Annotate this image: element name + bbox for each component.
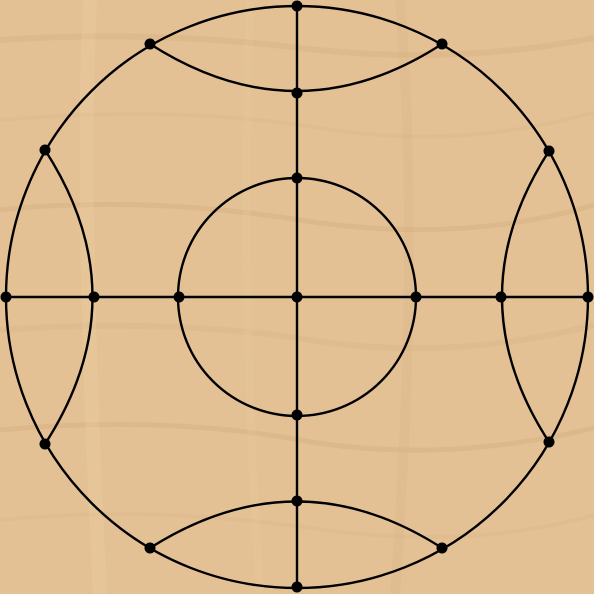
node-top-inner[interactable]: [291, 172, 303, 184]
node-top-right[interactable]: [436, 38, 448, 50]
node-bottom-right[interactable]: [436, 542, 448, 554]
node-center[interactable]: [291, 291, 303, 303]
node-right-arc[interactable]: [495, 291, 507, 303]
node-right-inner[interactable]: [410, 291, 422, 303]
node-right-outer[interactable]: [582, 291, 594, 303]
node-left-top[interactable]: [39, 144, 51, 156]
node-bottom-inner[interactable]: [291, 409, 303, 421]
node-right-bottom[interactable]: [543, 436, 555, 448]
node-right-top[interactable]: [543, 145, 555, 157]
node-bottom-arc[interactable]: [291, 495, 303, 507]
node-top-arc[interactable]: [291, 87, 303, 99]
node-top-outer[interactable]: [291, 0, 303, 12]
node-bottom-outer[interactable]: [291, 581, 303, 593]
node-bottom-left[interactable]: [144, 542, 156, 554]
node-left-arc[interactable]: [88, 291, 100, 303]
node-left-bottom[interactable]: [39, 438, 51, 450]
node-left-outer[interactable]: [0, 291, 12, 303]
node-left-inner[interactable]: [173, 291, 185, 303]
node-top-left[interactable]: [144, 38, 156, 50]
